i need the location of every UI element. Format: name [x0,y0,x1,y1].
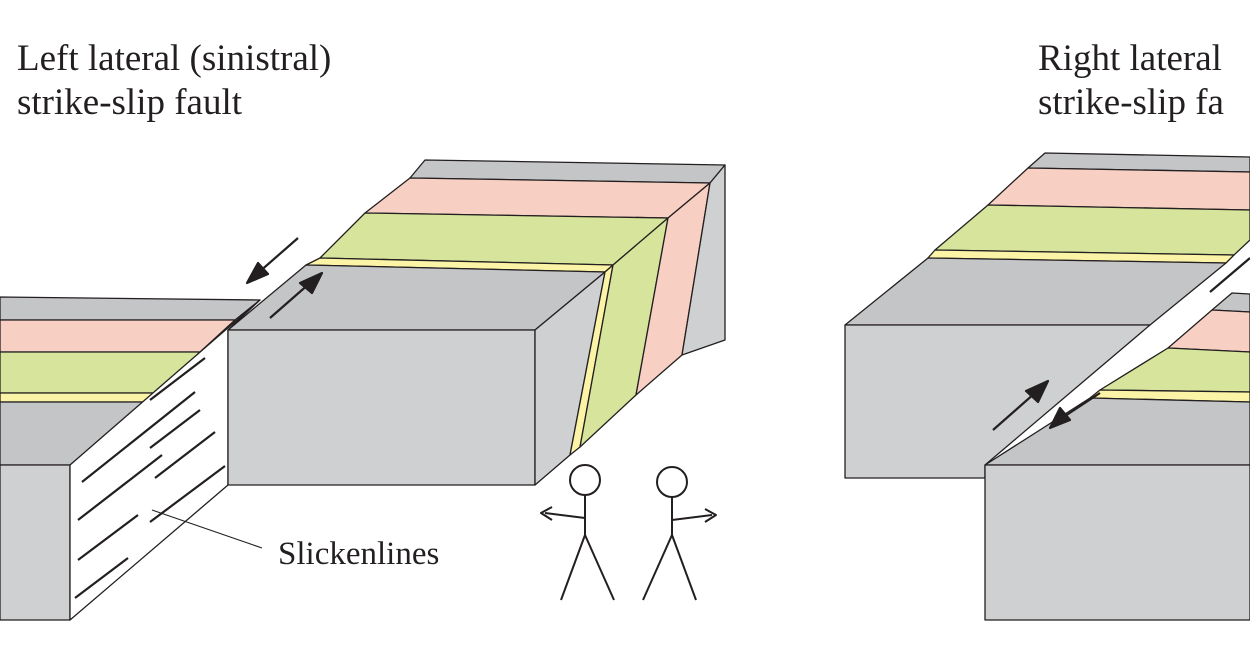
rbb-green-layer [934,204,1250,256]
left-block-pink-layer [0,319,236,353]
slickenline [77,514,139,561]
arrow-head-down-left [245,261,270,285]
figure-leg [642,534,673,601]
left-block-top-gray [0,296,261,321]
figure-leg [584,534,615,601]
rfb-green-layer [1099,347,1250,393]
arrow-shaft [269,282,311,319]
arrow-head-down-left [1048,406,1072,430]
left-diagram-title-line1: Left lateral (sinistral) [17,38,332,79]
figure-arm-arrowhead [540,506,553,521]
slickenline [149,465,226,523]
left-fault-plane [69,299,261,621]
figure-head [569,464,601,496]
right-fault-front-block [984,292,1250,621]
arrow-shaft [257,237,299,274]
right-fault-back-block [844,152,1250,479]
back-block-side-end [681,164,726,356]
arrow-shaft [992,392,1036,431]
rfb-pink-layer [1167,309,1250,353]
figure-leg [560,534,586,601]
left-fault-right-block [227,159,726,486]
slickenlines [74,357,226,599]
figure-head [656,466,688,498]
figure-leg [671,534,697,601]
rfb-top-gray [984,397,1250,466]
figure-arm-pointing [671,514,713,521]
stick-figure-left-pointer [540,464,615,601]
stick-figure-right-pointer [642,466,717,601]
left-block-front-face [0,464,71,621]
slickenlines-label: Slickenlines [278,536,440,572]
left-fault-arrows [245,237,324,319]
right-diagram-title-line1: Right lateral [1038,38,1222,79]
left-block-yellow-layer [0,392,159,403]
figure-arm-arrowhead [704,508,717,523]
rbb-top-edge [1027,152,1250,173]
slickenline [74,557,129,599]
right-diagram-title-line2: strike-slip fa [1038,82,1224,123]
slickenline [81,391,196,483]
back-block-green-layer [319,212,669,266]
rfb-front-face [984,464,1250,621]
arrow-head-up-right [298,271,324,295]
figure-arm-pointing [544,512,586,519]
slickenline [154,431,216,479]
arrow-shaft-partial [1209,257,1250,293]
arrow-shaft [1061,392,1101,419]
rfb-top-edge [1211,292,1250,313]
slickenline [149,357,206,401]
arrow-head-up-right [1024,379,1050,404]
slickenlines-callout-line [151,509,263,549]
back-block-front-face [227,329,536,486]
slickenline [77,454,163,521]
right-fault-arrows [992,257,1250,431]
slickenline [149,409,201,449]
rbb-top-gray [844,257,1227,326]
left-diagram-title-line2: strike-slip fault [17,82,243,123]
back-block-pink-layer [364,177,711,219]
rbb-pink-layer [987,167,1250,211]
